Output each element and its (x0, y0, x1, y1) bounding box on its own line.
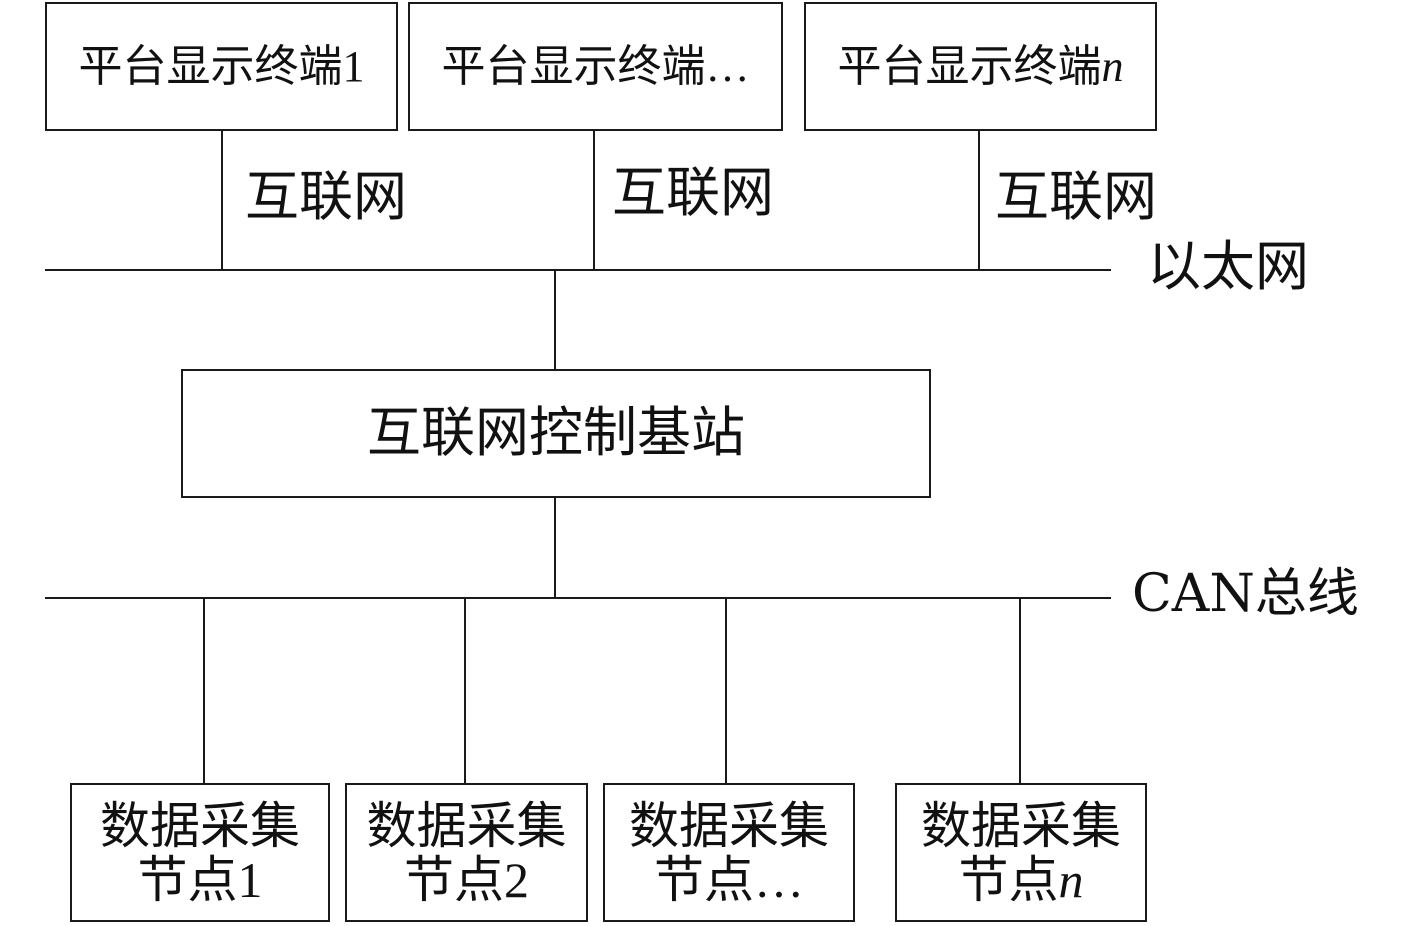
node-line-1: 数据采集 (366, 796, 567, 855)
terminal-suffix: 1 (342, 41, 365, 91)
node-2-link-line (464, 598, 466, 784)
internet-label-1: 互联网 (245, 165, 407, 228)
node-label: 节点 (958, 850, 1059, 909)
node-line-1: 数据采集 (921, 796, 1121, 855)
node-line-2: 节点1 (138, 853, 263, 907)
terminal-box-2: 平台显示终端… (408, 2, 783, 131)
node-suffix: 1 (237, 851, 263, 908)
node-suffix: 2 (504, 851, 529, 908)
node-n-link-line (1019, 598, 1021, 784)
node-line-2: 节点n (959, 853, 1084, 907)
node-label: 节点 (654, 850, 754, 909)
node-box-3: 数据采集 节点… (603, 783, 855, 922)
terminal-label: 平台显示终端 (441, 40, 706, 92)
node-1-link-line (203, 598, 205, 784)
node-line-2: 节点2 (404, 853, 529, 907)
terminal-suffix: n (1101, 41, 1124, 91)
can-bus-line (45, 597, 1111, 599)
terminal-label: 平台显示终端 (78, 40, 343, 92)
base-station-label: 互联网控制基站 (367, 401, 745, 465)
base-station-box: 互联网控制基站 (181, 369, 931, 498)
can-bus-label: CAN总线 (1132, 564, 1359, 624)
node-3-link-line (725, 598, 727, 784)
station-to-can-line (554, 497, 556, 598)
terminal-n-link-line (978, 130, 980, 270)
internet-label-2: 互联网 (612, 161, 774, 224)
node-suffix: … (754, 851, 804, 908)
node-suffix: n (1058, 851, 1084, 908)
node-box-1: 数据采集 节点1 (70, 783, 330, 922)
terminal-suffix: … (705, 41, 750, 91)
ethernet-label: 以太网 (1147, 235, 1309, 298)
node-line-1: 数据采集 (100, 796, 300, 855)
terminal-2-link-line (593, 130, 595, 270)
node-line-1: 数据采集 (629, 796, 829, 855)
node-label: 节点 (137, 850, 238, 909)
node-line-2: 节点… (654, 853, 804, 907)
ethernet-to-station-line (554, 270, 556, 370)
terminal-label: 平台显示终端 (837, 40, 1102, 92)
node-label: 节点 (404, 850, 504, 909)
node-box-2: 数据采集 节点2 (345, 783, 588, 922)
internet-label-3: 互联网 (995, 165, 1157, 228)
terminal-1-link-line (221, 130, 223, 270)
ethernet-bus-line (45, 269, 1111, 271)
node-box-n: 数据采集 节点n (895, 783, 1147, 922)
